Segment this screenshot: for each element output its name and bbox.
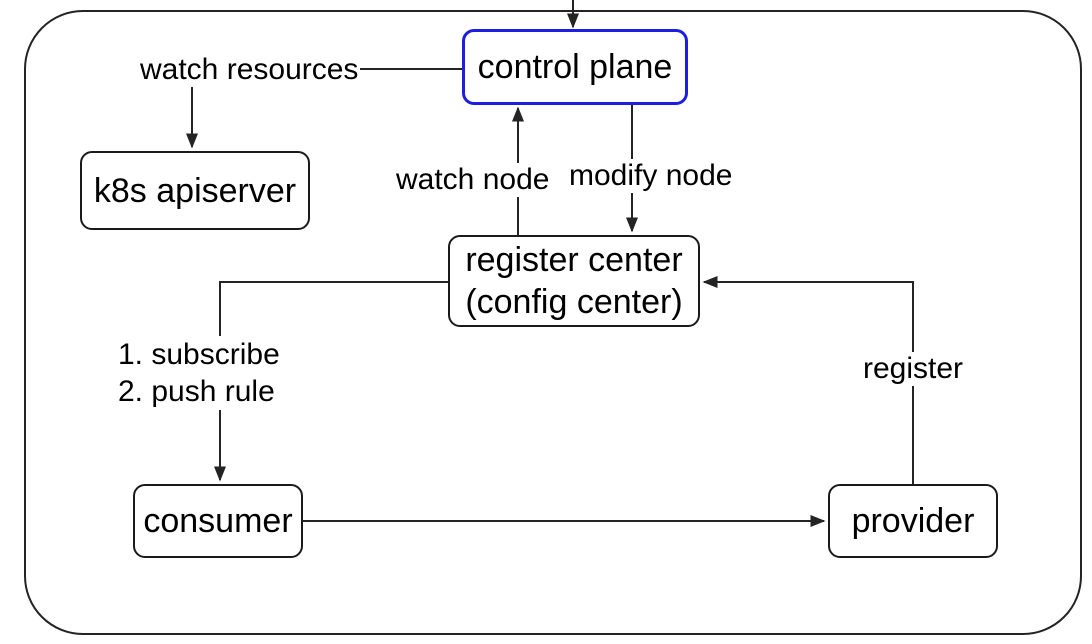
edge-register bbox=[702, 276, 914, 484]
edge-label-subscribe-push-rule: 1. subscribe 2. push rule bbox=[116, 336, 282, 410]
node-k8s-apiserver[interactable]: k8s apiserver bbox=[80, 151, 310, 230]
edge-label-watch-node: watch node bbox=[394, 163, 552, 197]
node-register-center-label-line1: register center bbox=[465, 241, 683, 279]
edge-label-modify-node: modify node bbox=[567, 159, 735, 193]
node-k8s-apiserver-label: k8s apiserver bbox=[93, 171, 297, 210]
outer-boundary bbox=[24, 10, 1082, 635]
node-consumer-label: consumer bbox=[143, 502, 293, 540]
edge-label-register: register bbox=[861, 352, 966, 386]
node-control-plane-label: control plane bbox=[477, 48, 673, 86]
edge-label-watch-resources: watch resources bbox=[138, 53, 361, 87]
node-consumer[interactable]: consumer bbox=[133, 484, 303, 558]
node-control-plane[interactable]: control plane bbox=[462, 29, 688, 105]
node-register-center-label-line2: (config center) bbox=[465, 283, 683, 321]
node-provider-label: provider bbox=[851, 502, 975, 540]
edge-label-subscribe-line1: 1. subscribe bbox=[118, 338, 280, 371]
edge-label-subscribe-line2: 2. push rule bbox=[118, 375, 275, 408]
edge-subscribe-push-rule bbox=[214, 281, 448, 482]
node-register-center[interactable]: register center (config center) bbox=[448, 235, 700, 327]
node-provider[interactable]: provider bbox=[828, 484, 998, 558]
